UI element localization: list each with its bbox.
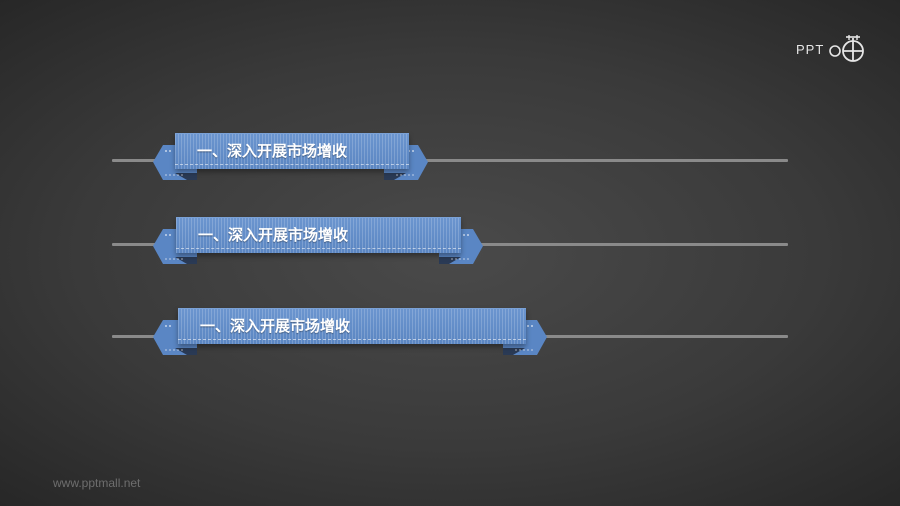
- ribbon-label: 一、深入开展市场增收: [197, 142, 348, 160]
- logo: PPT: [796, 34, 868, 64]
- ribbon-label: 一、深入开展市场增收: [198, 226, 349, 244]
- divider-line: [112, 159, 788, 162]
- ppt-mall-globe-logo-icon: [828, 34, 868, 64]
- ribbon-label: 一、深入开展市场增收: [200, 317, 351, 335]
- watermark: www.pptmall.net: [53, 476, 141, 490]
- logo-text: PPT: [796, 41, 825, 57]
- ribbon-banner: 一、深入开展市场增收: [175, 133, 409, 169]
- ribbon-banner: 一、深入开展市场增收: [178, 308, 526, 344]
- ribbon-banner: 一、深入开展市场增收: [176, 217, 461, 253]
